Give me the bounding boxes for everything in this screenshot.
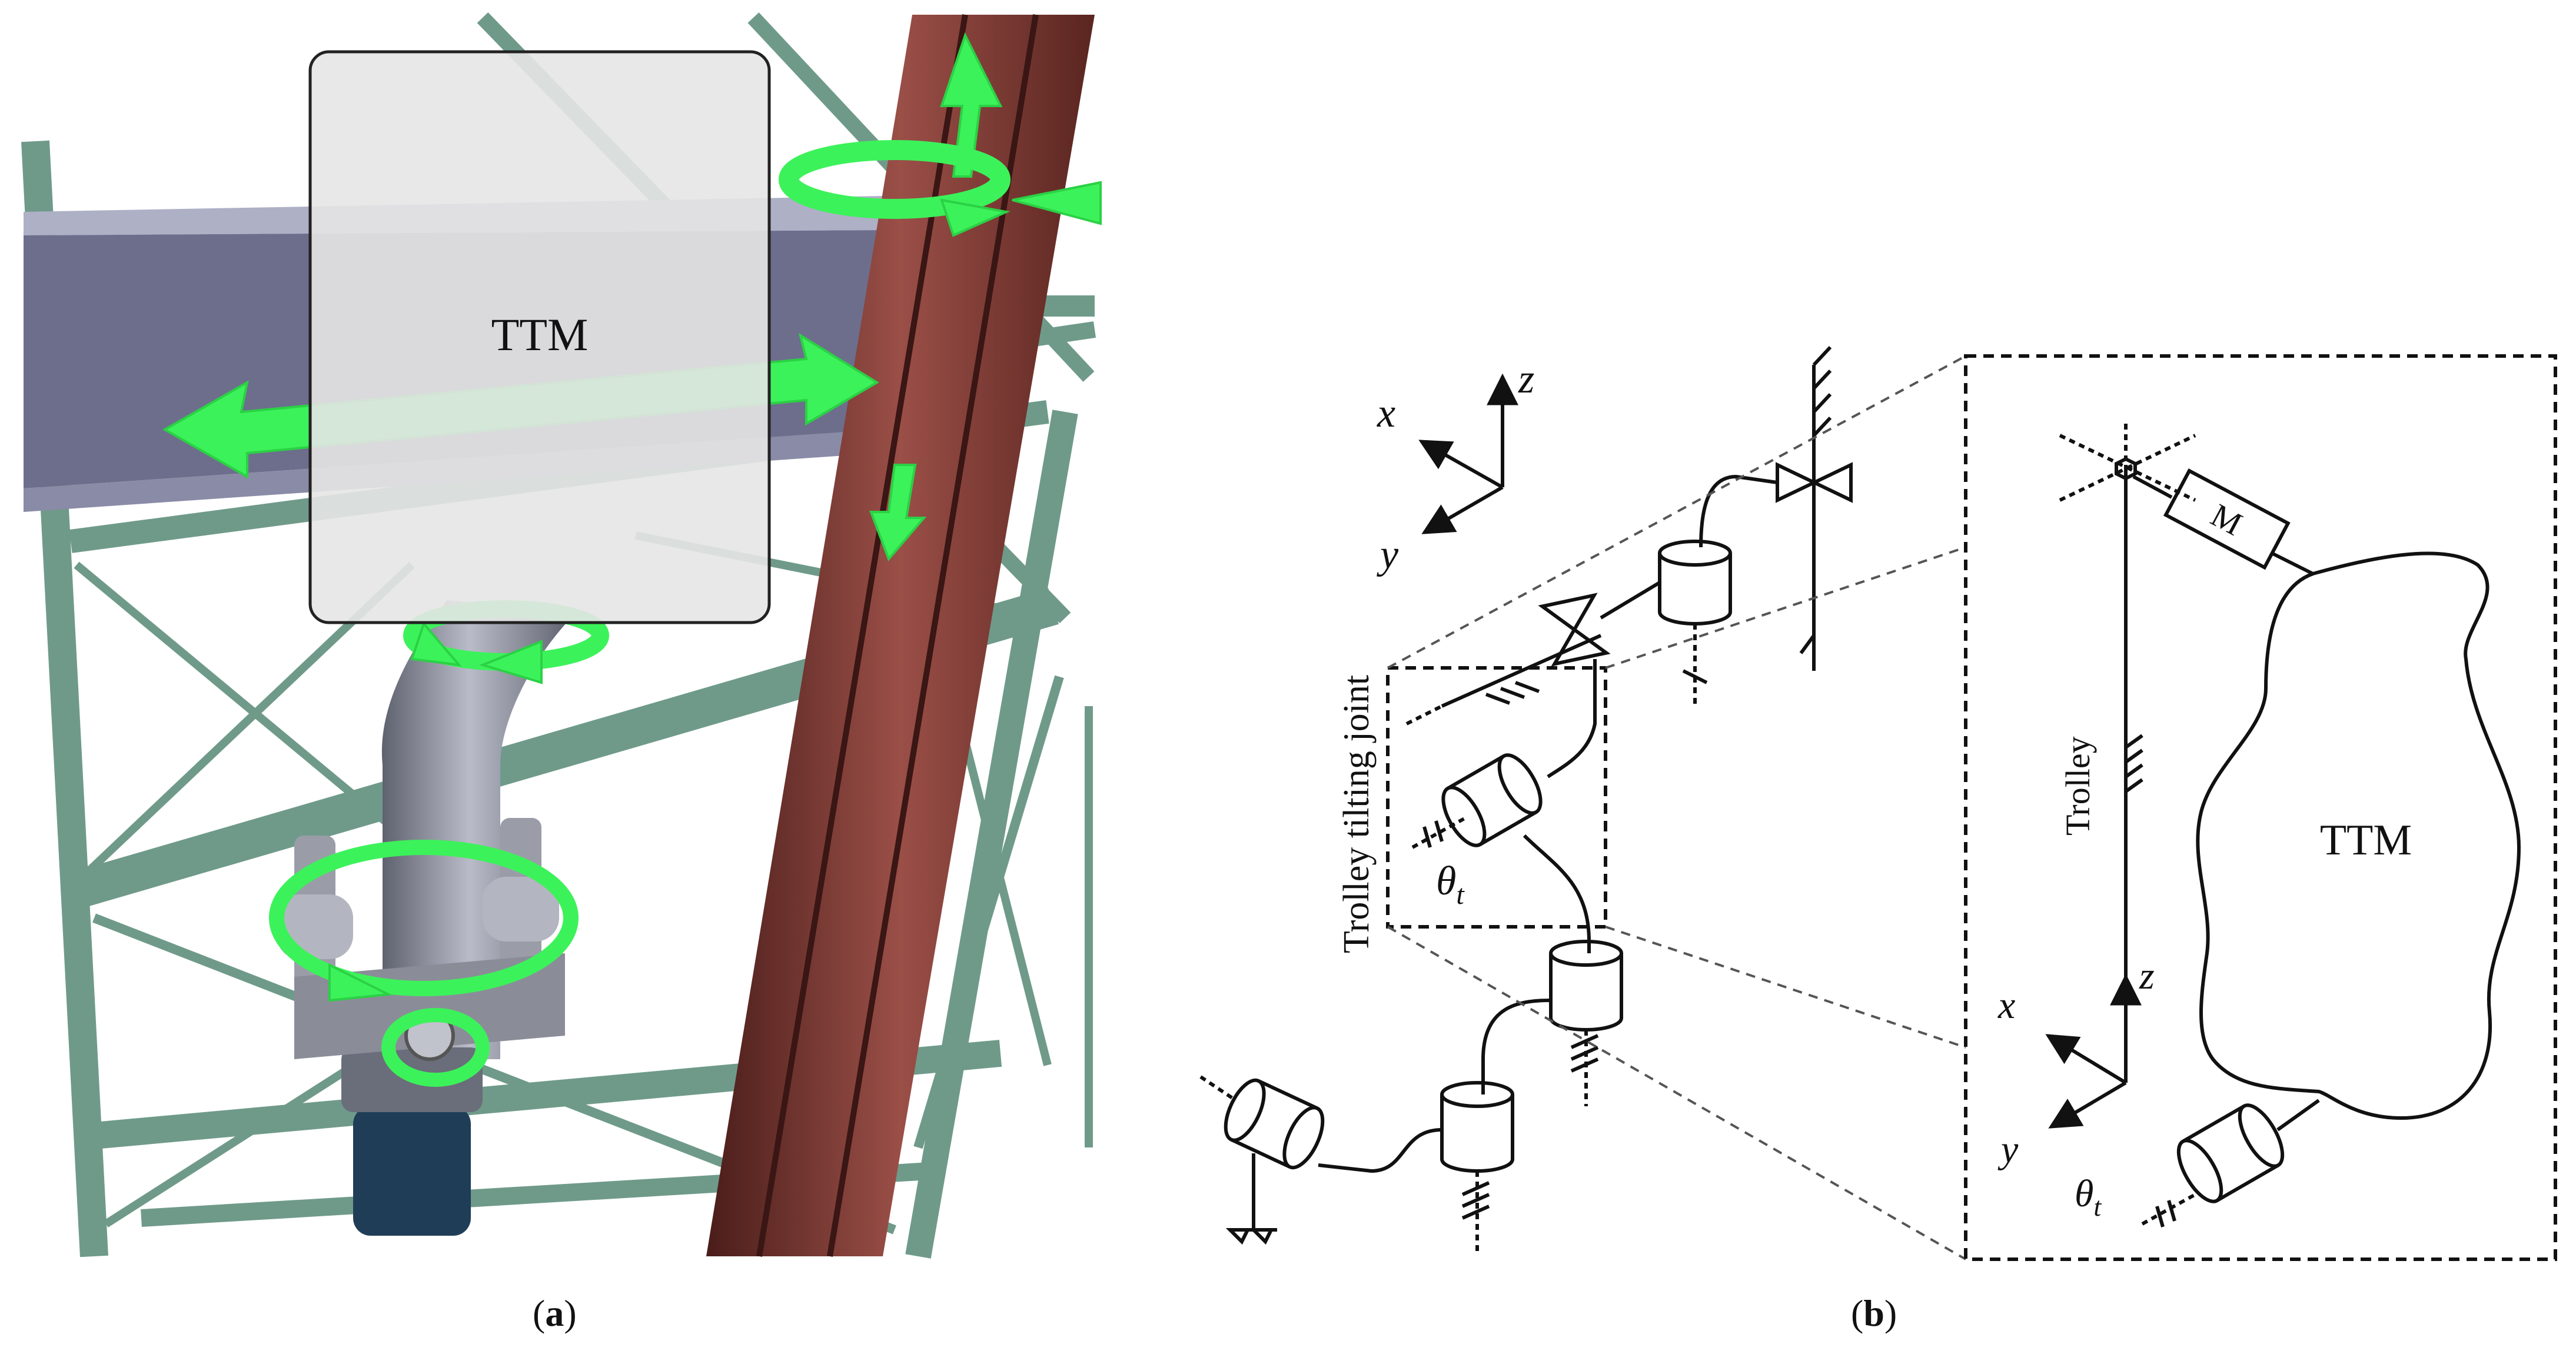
trolley-label: Trolley xyxy=(2059,736,2097,836)
cylinder-joint-tilt xyxy=(1441,753,1543,847)
inset-axis-y: y xyxy=(1997,1128,2019,1171)
theta-t-label-inset: θt xyxy=(2075,1172,2102,1222)
top-axes: z x y xyxy=(1377,357,1534,577)
ttm-label-b: TTM xyxy=(2320,816,2412,864)
axis-y-label: y xyxy=(1377,532,1399,577)
panel-b-schematic: z x y xyxy=(1199,345,2557,1261)
cylinder-joint-base xyxy=(1224,1078,1325,1170)
ttm-label-a: TTM xyxy=(491,309,589,360)
top-bowtie-joint xyxy=(1776,462,1853,503)
panel-a-render: TTM xyxy=(21,12,1102,1259)
axis-x-label: x xyxy=(1377,391,1395,436)
motor-label: M xyxy=(2205,497,2248,543)
trolley-tilting-joint-label: Trolley tilting joint xyxy=(1337,675,1377,953)
mid-bowtie-joint xyxy=(1538,593,1611,667)
cylinder-joint-3 xyxy=(1440,1081,1514,1173)
inset-tilt-cylinder xyxy=(2176,1103,2285,1203)
cylinder-joint-2 xyxy=(1548,940,1623,1032)
inset-frame xyxy=(1964,354,2557,1261)
inset-axis-x: x xyxy=(1997,984,2015,1027)
caption-a: (a) xyxy=(533,1292,577,1334)
inset-content: Trolley M TTM z x y xyxy=(1997,424,2521,1227)
inset-axis-z: z xyxy=(2139,954,2155,997)
cylinder-joint-1 xyxy=(1657,540,1732,626)
ttm-overlay-box xyxy=(308,50,771,624)
motor-box: M xyxy=(2163,468,2291,570)
caption-b: (b) xyxy=(1851,1292,1897,1334)
kinematic-chain xyxy=(1199,345,1853,1253)
arrow-spindle-twist xyxy=(269,840,579,1087)
arrow-rail-up-down xyxy=(869,32,1003,561)
vertical-rail xyxy=(706,14,1095,1257)
ttm-body-outline xyxy=(2196,551,2521,1120)
tilting-joint-box xyxy=(1386,666,1607,929)
axis-z-label: z xyxy=(1518,357,1534,402)
zoom-connector-lines xyxy=(1387,355,1966,1260)
arrow-rail-twist xyxy=(779,140,1102,237)
theta-t-label-left: θt xyxy=(1436,859,1465,910)
spherical-joint-top xyxy=(2115,457,2137,481)
